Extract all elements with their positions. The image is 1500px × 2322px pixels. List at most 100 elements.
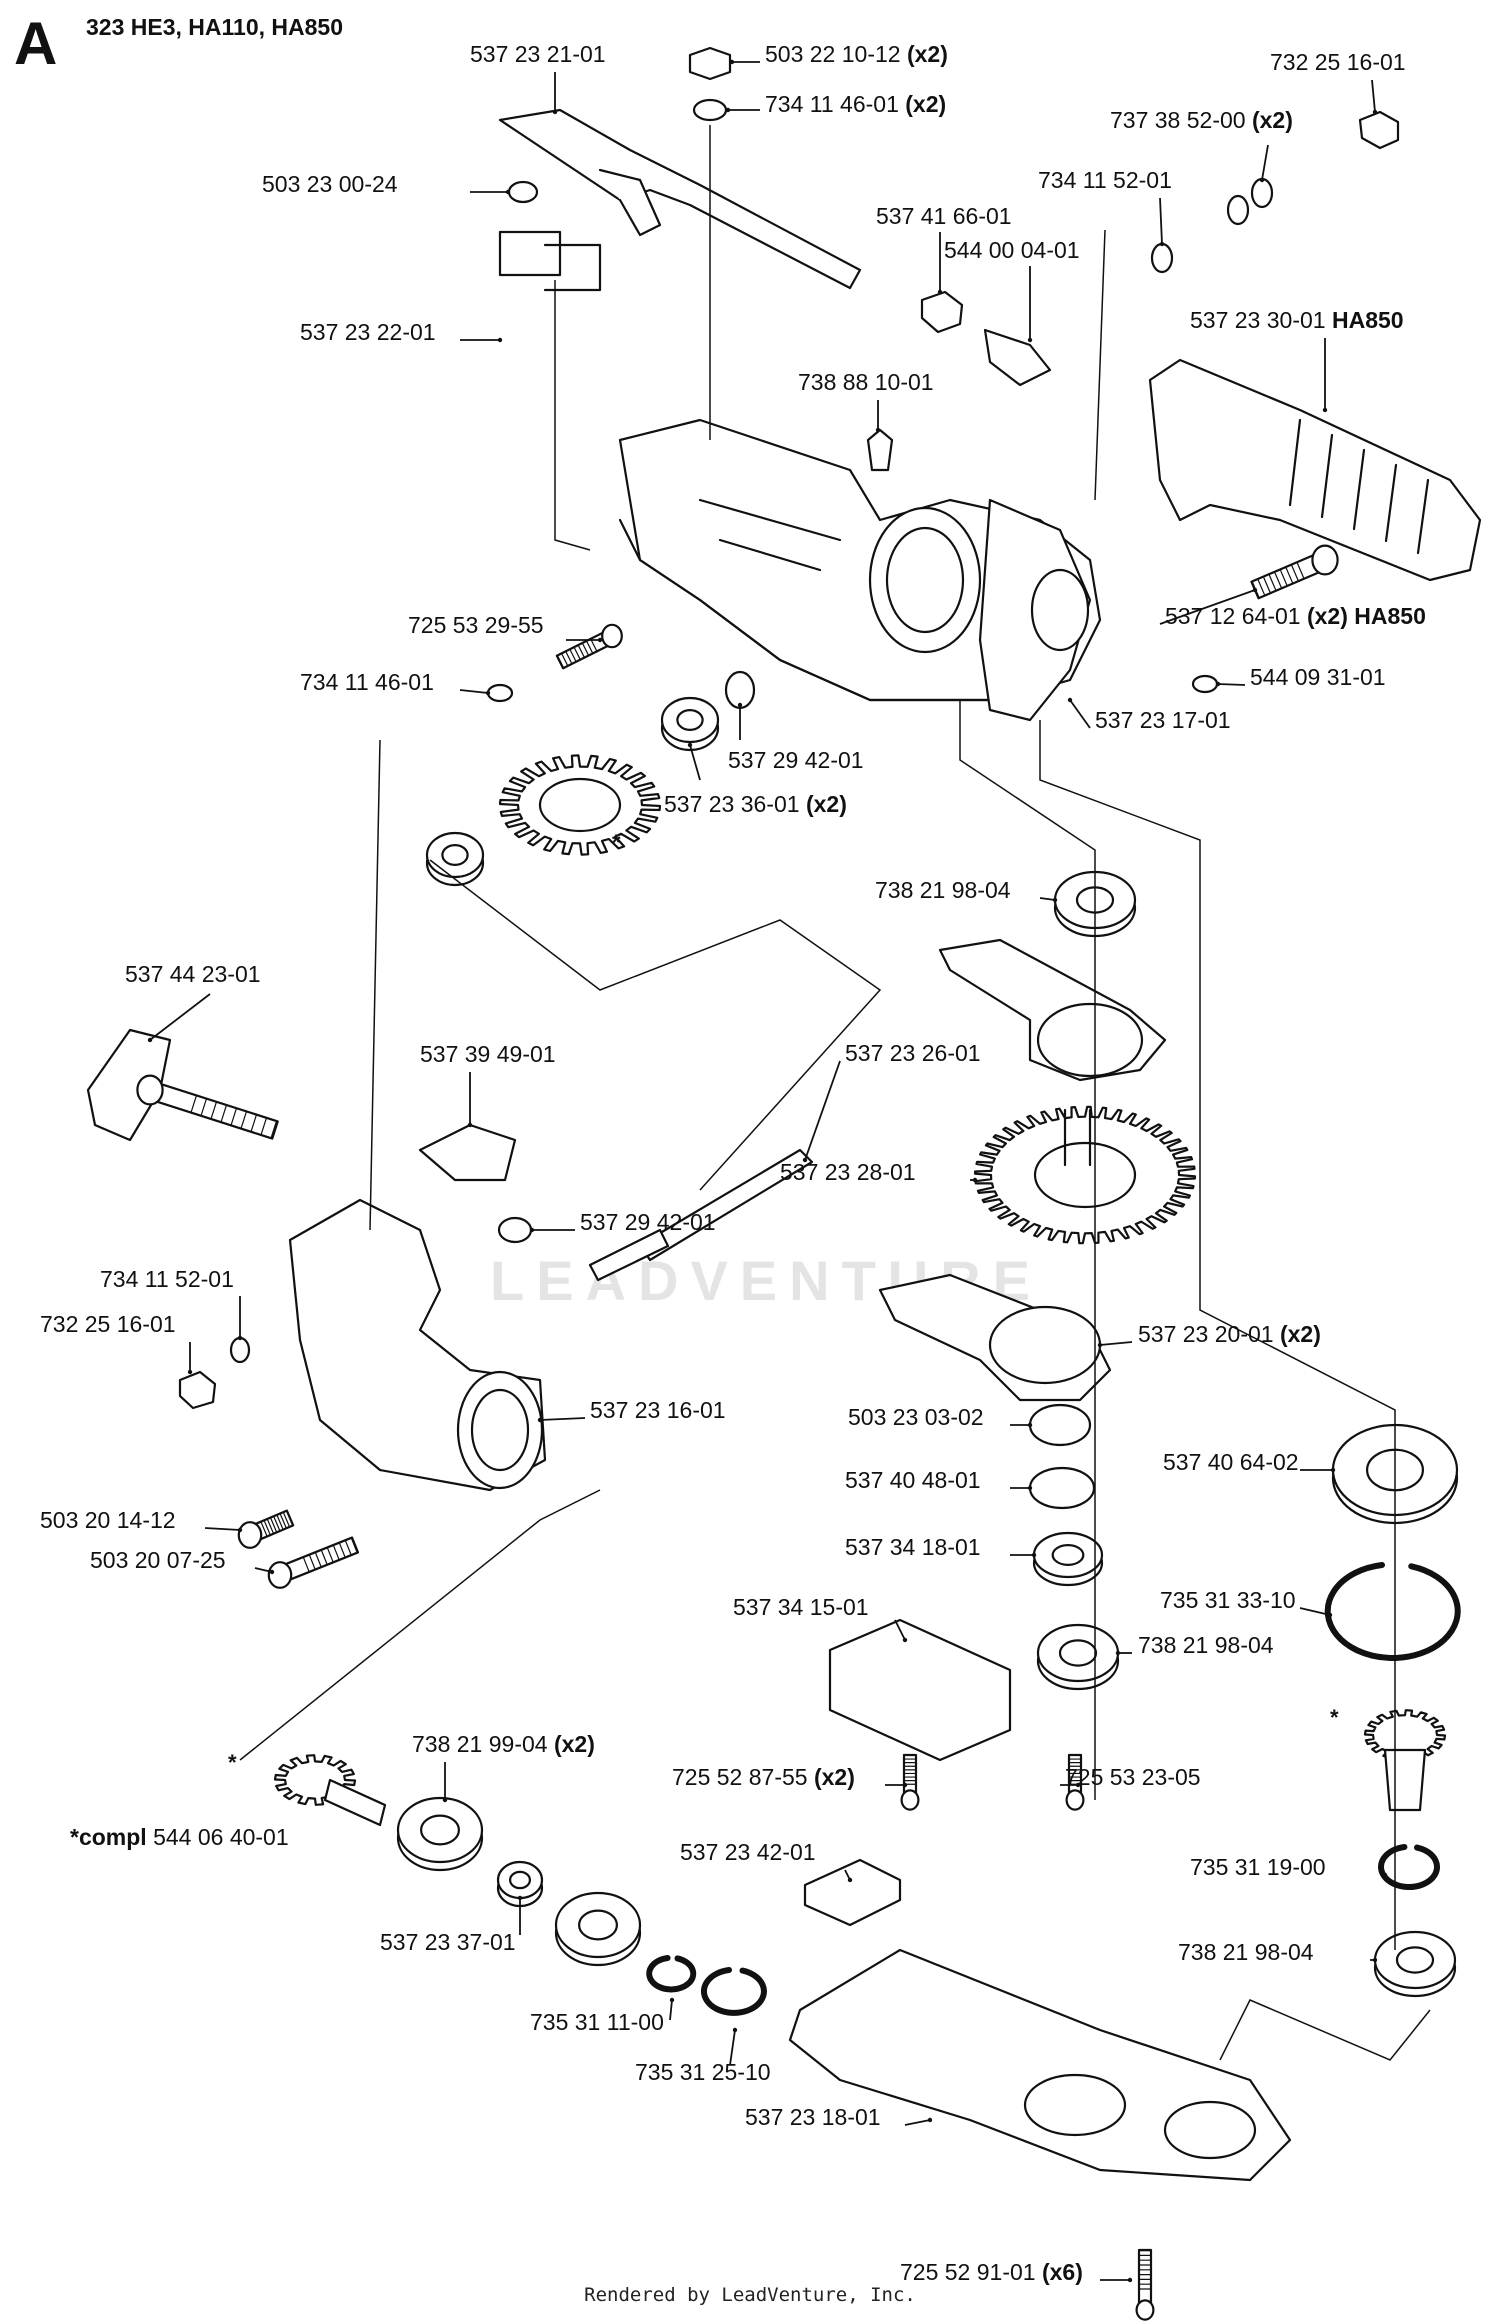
callout-42: 537 23 42-01	[680, 1839, 816, 1865]
washer-737-38-52-00b	[1226, 194, 1250, 226]
bearing-738-21-99-04-b-bore	[577, 1909, 618, 1941]
header-models: 323 HE3, HA110, HA850	[86, 14, 343, 40]
circlip-735-31-25-10	[701, 1967, 767, 2016]
handle-grip-ridge	[1384, 463, 1398, 543]
callout-6: 734 11 52-01	[1038, 167, 1172, 193]
leader-dot-9	[497, 337, 503, 343]
leader-line-22	[804, 1060, 841, 1161]
base-plate-bore-right	[1163, 2100, 1257, 2160]
assembly-outline-2	[1094, 229, 1106, 501]
callout-22: 537 23 26-01	[845, 1040, 981, 1066]
callout-part-46: 735 31 11-00	[530, 2009, 664, 2035]
assembly-outline-8	[1219, 1999, 1431, 2061]
callout-qty-4: (x2)	[1246, 107, 1293, 133]
leader-dot-42	[847, 1877, 853, 1883]
leader-dot-27	[1097, 1342, 1103, 1348]
leader-dot-5	[505, 189, 511, 195]
callout-part-47: 735 31 25-10	[635, 2059, 771, 2085]
leader-dot-38	[442, 1797, 448, 1803]
plate-top-ring	[1036, 1002, 1144, 1078]
block-537-23-22-01	[498, 230, 562, 277]
callout-32: 503 20 14-12	[40, 1507, 176, 1533]
assembly-outline-0	[554, 280, 591, 551]
callout-part-18: 537 23 36-01	[664, 791, 800, 817]
callout-part-31: 537 40 48-01	[845, 1467, 981, 1493]
leader-dot-19	[1052, 897, 1058, 903]
housing-537-23-16-01-bore-inner	[470, 1388, 530, 1472]
callout-part-21: 537 39 49-01	[420, 1041, 556, 1067]
needle-bearing-537-23-36-01a-bore	[676, 708, 704, 731]
screw-725-52-87-55-head	[900, 1789, 920, 1811]
callout-20: 537 44 23-01	[125, 961, 261, 987]
screw-503-20-14-12-head	[237, 1521, 263, 1549]
callout-38: 738 21 99-04 (x2)	[412, 1731, 595, 1757]
screw-725-52-91-01-head	[1135, 2299, 1155, 2321]
shaft-thread	[588, 1228, 670, 1282]
leader-dot-40	[1075, 1782, 1081, 1788]
callout-9: 537 23 22-01	[300, 319, 436, 345]
housing-rib	[698, 498, 842, 572]
callout-qty-2: (x2)	[899, 91, 946, 117]
leader-line-35	[1299, 1607, 1331, 1616]
leader-dot-30	[1330, 1467, 1336, 1473]
bevel-gear-upper-hub	[538, 777, 622, 833]
block-side	[543, 243, 602, 292]
callout-13: 725 53 29-55	[408, 612, 544, 638]
callout-part-42: 537 23 42-01	[680, 1839, 816, 1865]
leader-dot-18	[687, 742, 693, 748]
screw-725-53-29-55-head	[601, 623, 623, 649]
callout-part-0: 537 23 21-01	[470, 41, 606, 67]
leader-line-47	[729, 2029, 736, 2066]
callout-41: *compl 544 06 40-01	[70, 1824, 289, 1850]
callout-part-14: 734 11 46-01	[300, 669, 434, 695]
callout-qty-27: (x2)	[1274, 1321, 1321, 1347]
block-537-23-42-01	[803, 1858, 902, 1927]
leader-line-3	[1371, 79, 1376, 113]
callout-part-28: 537 23 16-01	[590, 1397, 726, 1423]
washer-537-29-42-01-upper	[724, 670, 756, 710]
leader-line-15	[1217, 683, 1246, 686]
leader-dot-32	[237, 1527, 243, 1533]
leader-dot-47	[732, 2027, 738, 2033]
callout-23: 537 23 28-01	[780, 1159, 916, 1185]
callout-0: 537 23 21-01	[470, 41, 606, 67]
washer-734-11-52-01	[1150, 242, 1174, 274]
callout-37: 738 21 98-04	[1138, 1632, 1274, 1658]
callout-prefix-41: *compl	[70, 1824, 153, 1850]
callout-47: 735 31 25-10	[635, 2059, 771, 2085]
handle-grip-ridge	[1288, 418, 1302, 507]
leader-dot-15	[1215, 681, 1221, 687]
callout-12: 537 12 64-01 (x2) HA850	[1165, 603, 1426, 629]
callout-33: 537 34 18-01	[845, 1534, 981, 1560]
bolt-537-12-64-01-head	[1311, 544, 1339, 576]
callout-part-5: 503 23 00-24	[262, 171, 398, 197]
callout-qty-1: (x2)	[901, 41, 948, 67]
leader-dot-36	[902, 1637, 908, 1643]
leader-line-16	[1069, 699, 1091, 729]
bearing-738-21-99-04-bore	[420, 1814, 461, 1846]
top-bracket	[498, 108, 862, 290]
callout-part-22: 537 23 26-01	[845, 1040, 981, 1066]
leader-dot-23	[972, 1177, 978, 1183]
washer-734-11-46-01-b	[486, 683, 514, 703]
leader-dot-20	[147, 1037, 153, 1043]
circlip-735-31-33-10	[1324, 1562, 1461, 1661]
leader-dot-4	[1259, 177, 1265, 183]
callout-34: 503 20 07-25	[90, 1547, 226, 1573]
callout-part-17: 537 29 42-01	[728, 747, 864, 773]
callout-part-1: 503 22 10-12	[765, 41, 901, 67]
leader-dot-33	[1031, 1552, 1037, 1558]
callout-part-3: 732 25 16-01	[1270, 49, 1406, 75]
callout-10: 537 23 30-01 HA850	[1190, 307, 1404, 333]
leader-dot-17	[737, 702, 743, 708]
leader-dot-8	[1027, 337, 1033, 343]
leader-line-6	[1159, 197, 1163, 245]
leader-dot-46	[669, 1997, 675, 2003]
seal-537-34-18-01-bore	[1051, 1543, 1085, 1566]
callout-part-30: 537 40 64-02	[1163, 1449, 1299, 1475]
plug-537-41-66-01	[920, 290, 964, 334]
leader-dot-16	[1067, 697, 1073, 703]
callout-part-40: 725 53 23-05	[1065, 1764, 1201, 1790]
leader-line-12	[1159, 589, 1256, 625]
callout-part-10: 537 23 30-01	[1190, 307, 1326, 333]
